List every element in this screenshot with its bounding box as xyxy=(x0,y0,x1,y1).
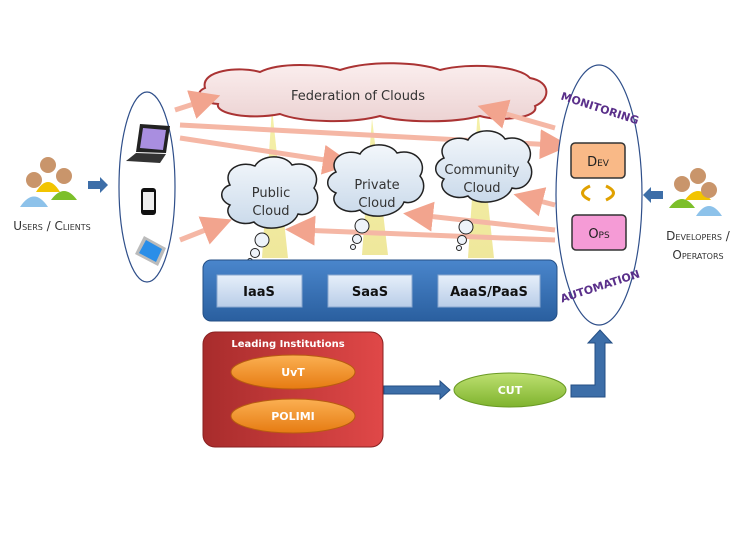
ops-label: Ops xyxy=(588,227,610,242)
community-cloud[interactable]: Community Cloud xyxy=(435,130,533,251)
developers-icon xyxy=(669,168,722,216)
arrow-right-icon xyxy=(383,379,451,401)
federation-label: Federation of Clouds xyxy=(291,89,425,104)
cut-node[interactable]: CUT xyxy=(453,372,567,408)
service-label: AaaS/PaaS xyxy=(450,285,528,300)
institution-polimi[interactable]: POLIMI xyxy=(230,398,356,434)
public-cloud[interactable]: Public Cloud xyxy=(221,156,319,264)
elbow-arrow-up-icon xyxy=(570,329,614,398)
service-label: SaaS xyxy=(352,285,388,300)
institution-label: UvT xyxy=(281,366,305,379)
devops-group xyxy=(555,64,643,326)
private-cloud-line1: Private xyxy=(354,178,399,193)
arrow-left-icon xyxy=(643,187,663,203)
public-cloud-line1: Public xyxy=(252,186,290,201)
private-cloud-line2: Cloud xyxy=(358,196,395,211)
tablet-icon[interactable] xyxy=(135,236,166,266)
developers-label-line2: Operators xyxy=(672,248,723,262)
users-label: Users / Clients xyxy=(13,219,90,233)
cycle-arrows-icon xyxy=(581,184,615,202)
laptop-icon[interactable] xyxy=(126,124,170,163)
institution-uvt[interactable]: UvT xyxy=(230,354,356,390)
institutions-title: Leading Institutions xyxy=(231,339,344,350)
community-cloud-line1: Community xyxy=(444,163,520,178)
smartphone-icon[interactable] xyxy=(141,188,156,215)
institution-label: POLIMI xyxy=(271,410,315,423)
dev-label: Dev xyxy=(587,155,610,170)
private-cloud[interactable]: Private Cloud xyxy=(327,144,425,250)
link-arrows xyxy=(174,90,570,246)
arrow-right-icon xyxy=(88,177,108,193)
federation-cloud[interactable]: Federation of Clouds xyxy=(197,62,548,123)
cut-label: CUT xyxy=(498,384,523,397)
service-label: IaaS xyxy=(243,285,275,300)
service-aaas-paas[interactable]: AaaS/PaaS xyxy=(437,274,541,308)
service-iaas[interactable]: IaaS xyxy=(216,274,303,308)
service-saas[interactable]: SaaS xyxy=(327,274,413,308)
ops-box[interactable]: Ops xyxy=(571,214,627,251)
community-cloud-line2: Cloud xyxy=(463,181,500,196)
users-icon xyxy=(20,157,77,207)
public-cloud-line2: Cloud xyxy=(252,204,289,219)
dev-box[interactable]: Dev xyxy=(570,142,626,179)
developers-label-line1: Developers / xyxy=(666,229,731,243)
